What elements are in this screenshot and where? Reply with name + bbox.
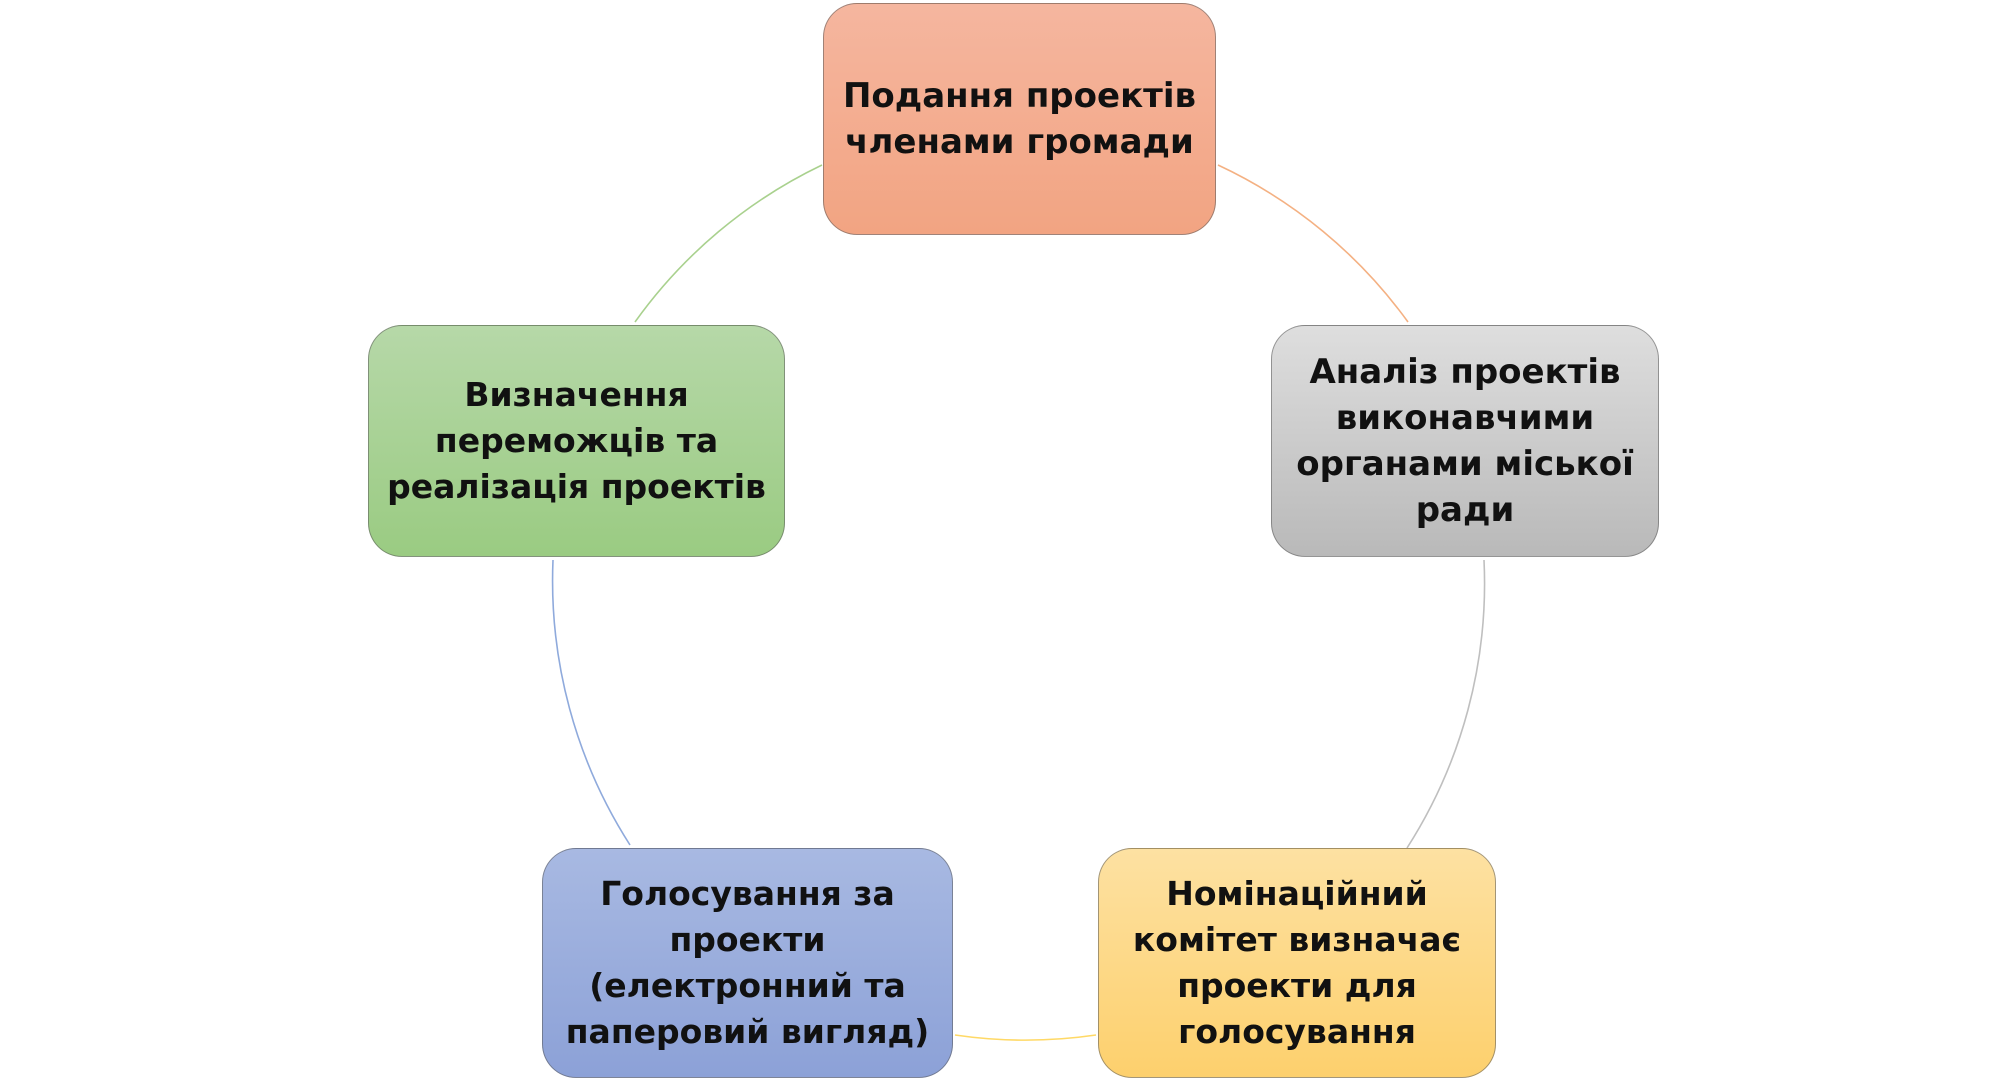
connector-arc-5-1 bbox=[634, 164, 823, 323]
step-submission: Подання проектів членами громади bbox=[823, 3, 1216, 235]
connector-arc-4-5 bbox=[551, 559, 631, 846]
step-winners-label: Визначення переможців та реалізація прое… bbox=[387, 375, 766, 506]
step-analysis: Аналіз проектів виконавчими органами міс… bbox=[1271, 325, 1659, 557]
step-nomination-label: Номінаційний комітет визначає проекти дл… bbox=[1132, 874, 1462, 1051]
connector-arc-2-3 bbox=[1406, 559, 1486, 849]
step-nomination: Номінаційний комітет визначає проекти дл… bbox=[1098, 848, 1496, 1078]
connector-arc-1-2 bbox=[1217, 164, 1409, 323]
connector-arc-3-4 bbox=[954, 1034, 1097, 1041]
step-winners: Визначення переможців та реалізація прое… bbox=[368, 325, 785, 557]
step-voting: Голосування за проекти (електронний та п… bbox=[542, 848, 953, 1078]
step-voting-label: Голосування за проекти (електронний та п… bbox=[565, 874, 930, 1051]
step-analysis-label: Аналіз проектів виконавчими органами міс… bbox=[1296, 352, 1634, 530]
step-submission-label: Подання проектів членами громади bbox=[842, 76, 1197, 162]
